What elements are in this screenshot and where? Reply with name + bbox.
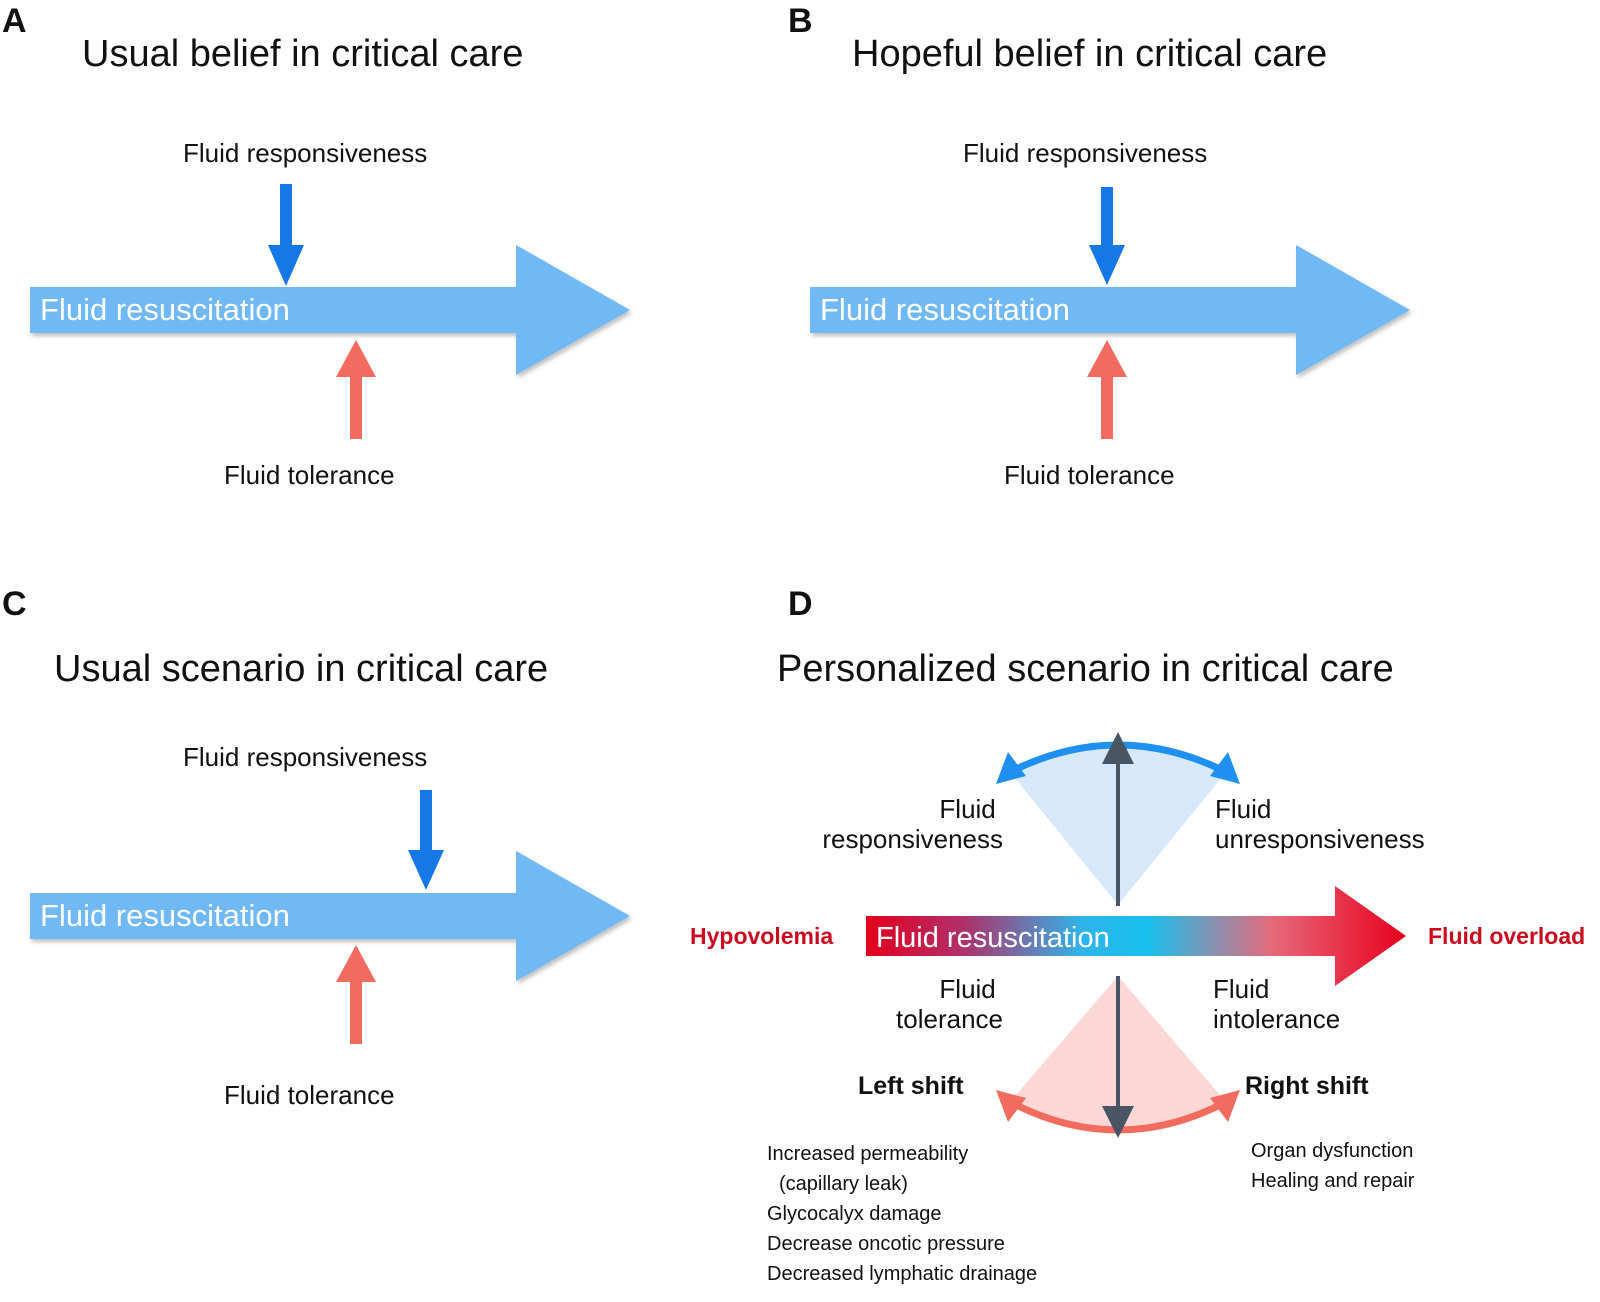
panel-a-top-label: Fluid responsiveness [183,138,427,168]
panel-c-bottom-label: Fluid tolerance [224,1080,395,1110]
panel-d-top-left-label: Fluid responsiveness [822,794,1003,854]
panel-a-letter: A [2,2,27,40]
panel-a-tolerance-arrow [336,340,376,439]
panel-c-letter: C [2,585,27,623]
panel-b-resuscitation-arrow [810,245,1410,375]
panel-d: D Personalized scenario in critical care… [690,585,1585,1285]
panel-c-top-label: Fluid responsiveness [183,742,427,772]
panel-d-resuscitation-arrow [866,886,1406,986]
panel-b-tolerance-arrow [1087,340,1127,439]
panel-b-letter: B [788,2,813,40]
panel-a-title: Usual belief in critical care [82,33,523,75]
panel-a-bottom-label: Fluid tolerance [224,460,395,490]
panel-a-responsiveness-arrow [268,184,304,286]
panel-d-left-end-label: Hypovolemia [690,923,833,949]
panel-d-bottom-right-arrowhead [1210,1090,1240,1122]
panel-c-resuscitation-arrow [30,851,630,981]
panel-b-responsiveness-arrow [1089,187,1125,285]
panel-d-top-right-label: Fluid unresponsiveness [1215,794,1425,854]
panel-d-bar-label: Fluid resuscitation [876,922,1110,954]
panel-d-bottom-left-arrowhead [996,1090,1026,1122]
panel-a-bar-label: Fluid resuscitation [40,292,290,327]
panel-b-bar-label: Fluid resuscitation [820,292,1070,327]
panel-c-tolerance-arrow [336,945,376,1044]
panel-b-top-label: Fluid responsiveness [963,138,1207,168]
panel-d-right-shift: Right shift [1245,1072,1369,1100]
panel-d-letter: D [788,585,813,623]
panel-d-title: Personalized scenario in critical care [777,648,1394,690]
panel-b: B Hopeful belief in critical care Fluid … [788,2,1410,490]
panel-d-right-factors: Organ dysfunction Healing and repair [1251,1140,1419,1192]
panel-d-right-end-label: Fluid overload [1428,923,1585,949]
panel-c-responsiveness-arrow [408,790,444,890]
panel-a-resuscitation-arrow [30,245,630,375]
panel-c-title: Usual scenario in critical care [54,648,548,690]
panel-b-title: Hopeful belief in critical care [852,33,1327,75]
panel-b-bottom-label: Fluid tolerance [1004,460,1175,490]
panel-d-left-factors: Increased permeability (capillary leak) … [767,1143,1037,1285]
panel-d-top-right-arrowhead [1210,752,1240,784]
panel-d-top-left-arrowhead [996,752,1026,784]
panel-c: C Usual scenario in critical care Fluid … [2,585,630,1110]
panel-c-bar-label: Fluid resuscitation [40,898,290,933]
panel-d-left-shift: Left shift [858,1072,964,1100]
panel-d-bottom-left-label: Fluid tolerance [896,974,1003,1034]
panel-a: A Usual belief in critical care Fluid re… [2,2,630,490]
panel-d-bottom-right-label: Fluid intolerance [1213,974,1340,1034]
